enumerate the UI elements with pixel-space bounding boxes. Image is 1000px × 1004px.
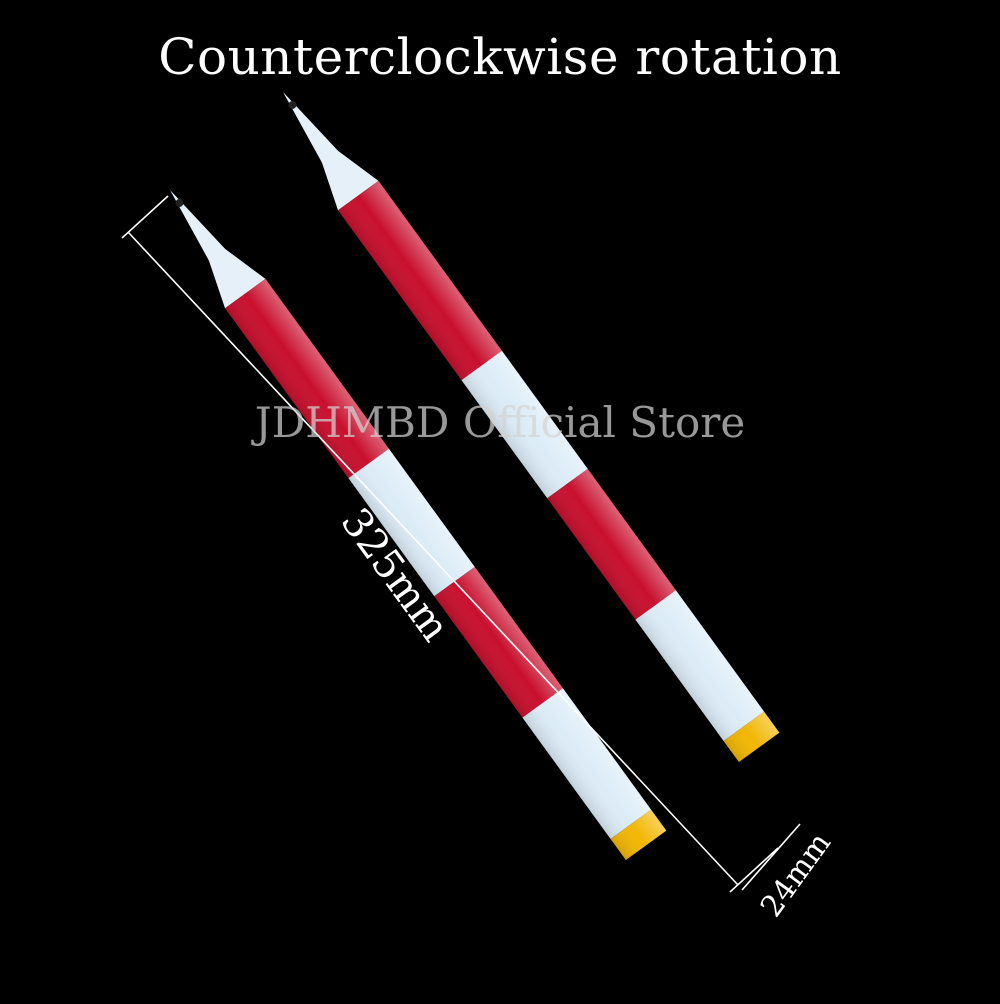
blade-root-white — [170, 190, 266, 309]
mount-hole — [288, 100, 297, 109]
blade-root-white — [283, 92, 379, 211]
length-dimension-line — [121, 195, 779, 893]
page-title: Counterclockwise rotation — [158, 28, 842, 86]
rotor-blade-back — [283, 92, 780, 762]
mount-hole — [175, 198, 184, 207]
store-watermark: JDHMBD Official Store — [254, 398, 746, 447]
width-dimension-line — [741, 823, 801, 891]
rotor-blade-front — [170, 190, 667, 860]
blade-gloss — [338, 180, 780, 762]
blade-gloss — [225, 278, 667, 860]
